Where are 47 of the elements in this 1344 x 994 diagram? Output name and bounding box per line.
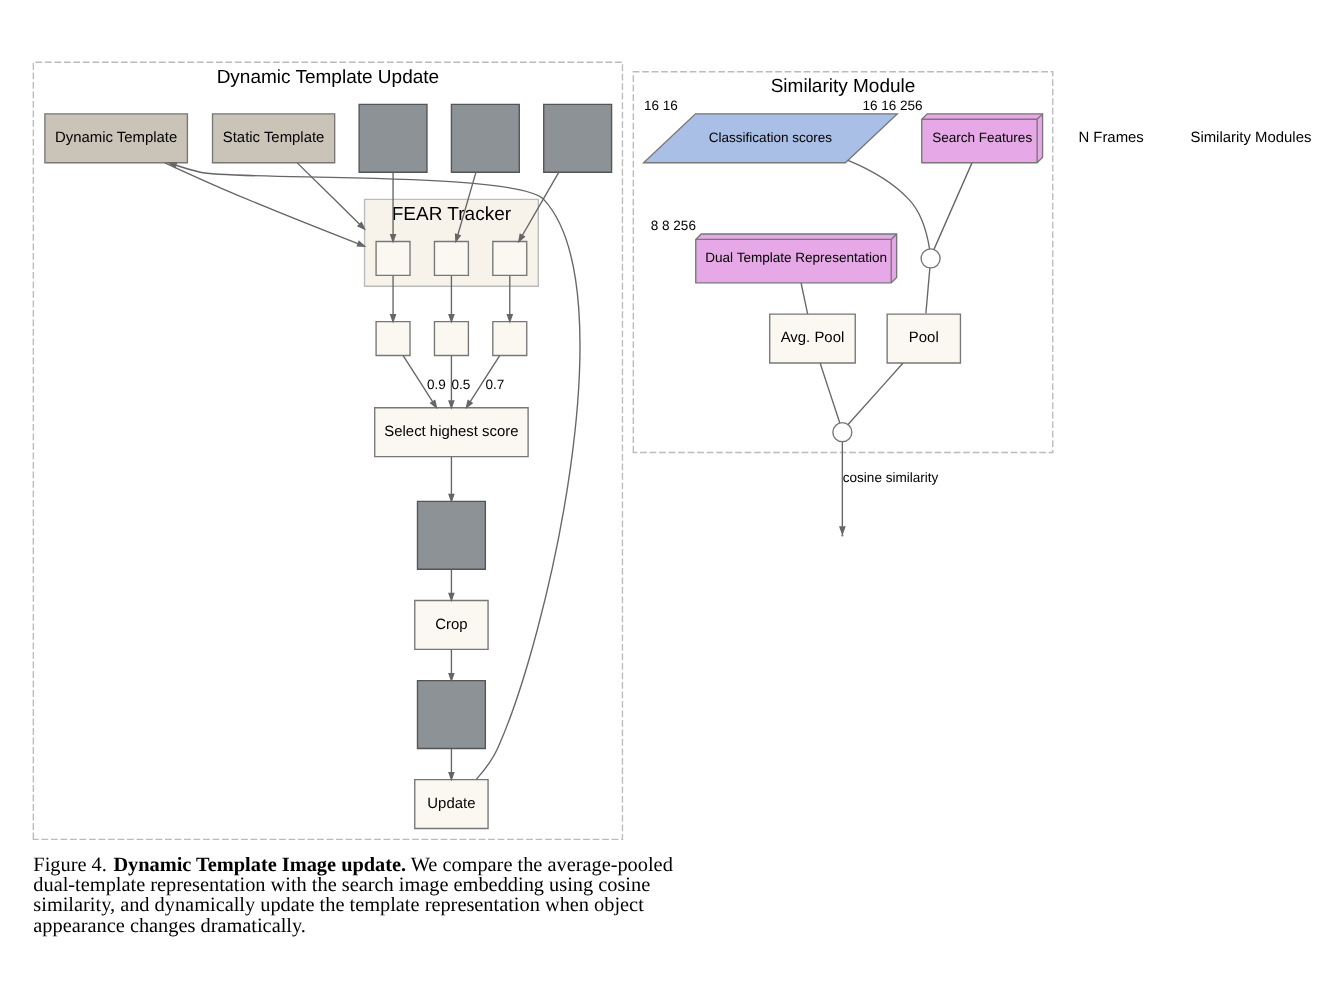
arrow (517, 171, 560, 244)
arrow (448, 456, 455, 504)
node-box (433, 240, 470, 277)
arrow (448, 274, 455, 324)
arrow (448, 355, 455, 410)
connector (800, 282, 809, 315)
node-box (492, 320, 528, 357)
node-box (433, 320, 470, 357)
node-box (543, 103, 613, 173)
connector (925, 267, 931, 315)
arrow (454, 171, 477, 244)
arrow (448, 648, 455, 683)
node-box: Crop (414, 599, 489, 651)
node-box: Update (414, 779, 489, 830)
node-box (416, 500, 487, 570)
node-box (375, 320, 411, 357)
node-box: Dynamic Template (44, 113, 189, 164)
caption: Figure 4. Dynamic Template Image update. We compare the average-pooled dual-template representation with the search image embedding using cosine similarity, and dynamically update the template representation when object appearance changes dramatically. (33, 854, 673, 938)
connector (847, 362, 904, 426)
arrow (506, 274, 514, 324)
connector (819, 362, 841, 424)
node-box (375, 240, 411, 277)
arrow (839, 441, 846, 536)
label: N Frames (1078, 128, 1144, 147)
node-box (358, 103, 428, 173)
node-box (492, 240, 528, 277)
cluster: FEAR Tracker (363, 198, 539, 287)
connector (933, 162, 973, 251)
arrow (389, 274, 397, 324)
node-circle (832, 422, 853, 443)
arrow (296, 162, 367, 231)
node-box: Pool (886, 313, 962, 364)
arrow (389, 171, 397, 244)
arrow (448, 568, 455, 603)
node-box: Select highest score (374, 407, 529, 458)
arrow (465, 354, 501, 410)
node-box: Avg. Pool (769, 313, 856, 364)
node-circle (920, 248, 941, 269)
node-box (450, 103, 520, 173)
arrow (402, 354, 438, 410)
arrow (164, 162, 367, 247)
arrow (167, 162, 581, 781)
label: Similarity Modules (1190, 128, 1312, 147)
node-box: Static Template (211, 113, 336, 164)
node-box (416, 679, 487, 750)
connector (847, 159, 931, 250)
arrow (448, 748, 455, 782)
